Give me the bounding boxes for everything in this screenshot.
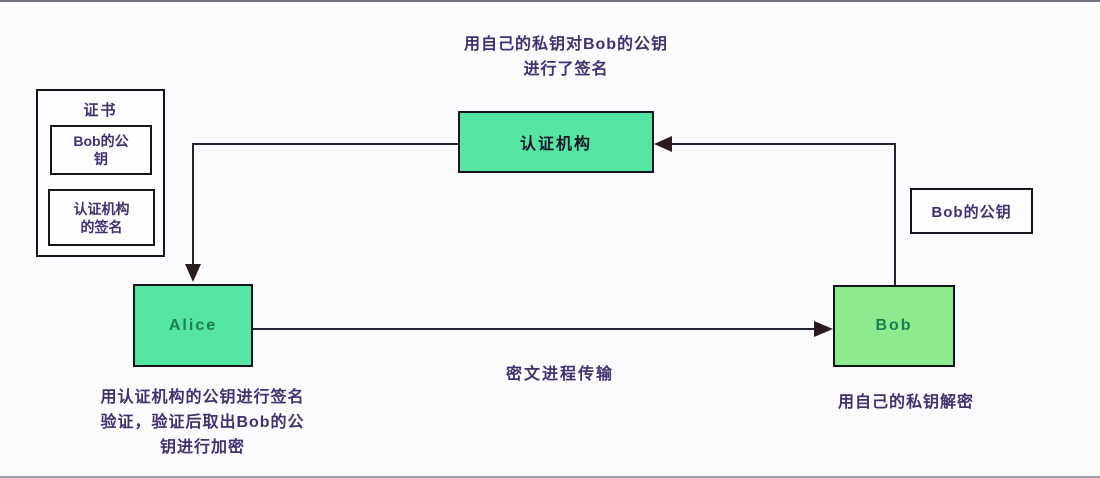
- node-alice: Alice: [133, 284, 253, 367]
- certificate-field-ca-signature: 认证机构 的签名: [48, 189, 155, 246]
- box-bob-public-key-label: Bob的公钥: [931, 203, 1012, 221]
- note-verify-signature: 用认证机构的公钥进行签名 验证，验证后取出Bob的公 钥进行加密: [100, 389, 305, 456]
- node-alice-label: Alice: [168, 316, 218, 334]
- certificate-title: 证书: [83, 102, 118, 119]
- arrowhead-left: [654, 136, 672, 152]
- note-decrypt-private-key: 用自己的私钥解密: [837, 394, 974, 411]
- node-certification-authority: 认证机构: [458, 111, 654, 173]
- arrow-bob-to-ca: [670, 143, 896, 285]
- node-certification-authority-label: 认证机构: [519, 136, 592, 153]
- note-ciphertext-transfer: 密文进程传输: [505, 366, 614, 383]
- node-bob-label: Bob: [875, 317, 913, 334]
- arrow-ca-to-alice: [192, 143, 458, 268]
- certificate-box: 证书 Bob的公 钥 认证机构 的签名: [36, 89, 165, 257]
- node-bob: Bob: [833, 285, 955, 367]
- arrowhead-down: [185, 264, 201, 282]
- note-sign-bob-key: 用自己的私钥对Bob的公钥 进行了签名: [463, 36, 669, 78]
- arrowhead-right: [814, 321, 833, 337]
- box-bob-public-key: Bob的公钥: [910, 188, 1033, 234]
- certificate-field-bob-public-key: Bob的公 钥: [50, 125, 152, 175]
